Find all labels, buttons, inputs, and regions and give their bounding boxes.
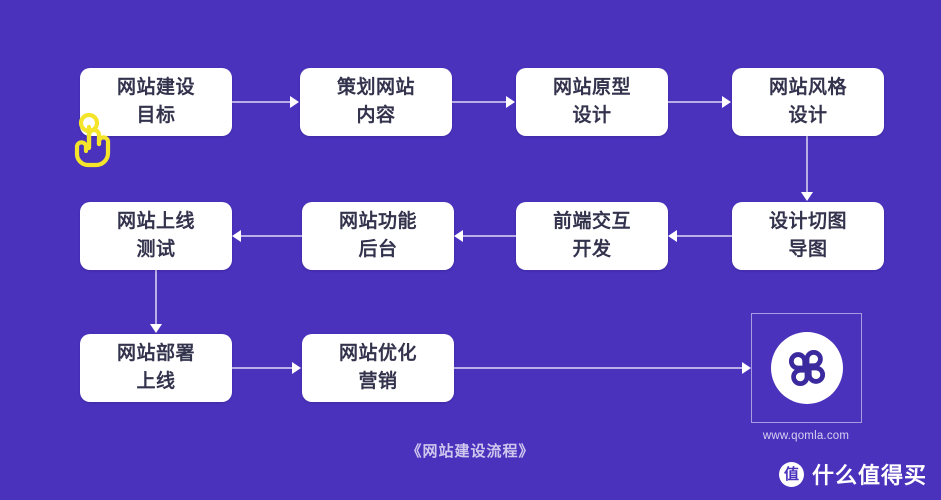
flow-node-line2: 目标	[136, 105, 176, 126]
flow-node-line2: 导图	[788, 239, 828, 260]
connector-n10-logo	[454, 367, 744, 369]
connector-n9-n10	[232, 367, 294, 369]
flow-node-line1: 策划网站	[336, 77, 415, 99]
flow-node-launch-test[interactable]: 网站上线 测试	[80, 202, 232, 270]
flow-node-deploy-online[interactable]: 网站部署 上线	[80, 334, 232, 402]
connector-n3-n4	[668, 101, 724, 103]
flow-node-line1: 网站功能	[338, 211, 417, 233]
arrowhead-n9-n10	[292, 362, 301, 374]
connector-n6-n5	[240, 235, 302, 237]
flow-node-design-slicing[interactable]: 设计切图 导图	[732, 202, 884, 270]
diagram-caption: 《网站建设流程》	[406, 443, 535, 460]
arrowhead-n10-logo	[742, 362, 751, 374]
qomla-logo-frame	[751, 313, 862, 423]
flow-node-line1: 网站风格	[768, 77, 847, 99]
flow-node-line2: 开发	[572, 239, 612, 260]
arrowhead-n2-n3	[506, 96, 515, 108]
flow-node-backend-function[interactable]: 网站功能 后台	[302, 202, 454, 270]
connector-n7-n6	[462, 235, 516, 237]
connector-n1-n2	[232, 101, 292, 103]
flow-node-prototype-design[interactable]: 网站原型 设计	[516, 68, 668, 136]
flow-node-plan-content[interactable]: 策划网站 内容	[300, 68, 452, 136]
flow-node-line2: 设计	[572, 105, 612, 126]
logo-url-text: www.qomla.com	[762, 430, 850, 442]
flow-node-frontend-dev[interactable]: 前端交互 开发	[516, 202, 668, 270]
arrowhead-n3-n4	[722, 96, 731, 108]
flow-node-line2: 后台	[358, 239, 398, 260]
flow-node-style-design[interactable]: 网站风格 设计	[732, 68, 884, 136]
watermark-badge-icon: 值	[778, 461, 804, 487]
connector-n8-n7	[676, 235, 732, 237]
flow-node-line2: 测试	[136, 239, 176, 260]
flow-node-website-goal[interactable]: 网站建设 目标	[80, 68, 232, 136]
tap-hand-cursor-icon	[66, 112, 120, 169]
arrowhead-n6-n5	[232, 230, 241, 242]
connector-n4-n8	[806, 136, 808, 194]
flow-node-line1: 网站原型	[552, 77, 631, 99]
arrowhead-n8-n7	[668, 230, 677, 242]
flow-node-optimize-marketing[interactable]: 网站优化 营销	[302, 334, 454, 402]
connector-n5-n9	[155, 270, 157, 326]
flow-node-line2: 内容	[356, 105, 396, 126]
watermark: 值 什么值得买	[778, 458, 927, 490]
flow-node-line2: 上线	[136, 371, 176, 392]
flow-node-line1: 网站部署	[116, 343, 195, 365]
connector-n2-n3	[452, 101, 508, 103]
flow-node-line2: 营销	[358, 371, 398, 392]
qomla-clover-logo-icon	[788, 349, 825, 387]
arrowhead-n7-n6	[454, 230, 463, 242]
flow-node-line1: 网站上线	[116, 211, 195, 233]
flow-node-line1: 网站优化	[338, 343, 417, 365]
flow-node-line1: 网站建设	[116, 77, 195, 99]
flow-node-line2: 设计	[788, 105, 828, 126]
flow-node-line1: 设计切图	[768, 211, 847, 233]
arrowhead-n4-n8	[801, 192, 813, 201]
arrowhead-n1-n2	[290, 96, 299, 108]
arrowhead-n5-n9	[150, 324, 162, 333]
flow-node-line1: 前端交互	[552, 211, 631, 233]
watermark-text: 什么值得买	[811, 463, 927, 488]
qomla-logo-circle	[770, 332, 843, 404]
